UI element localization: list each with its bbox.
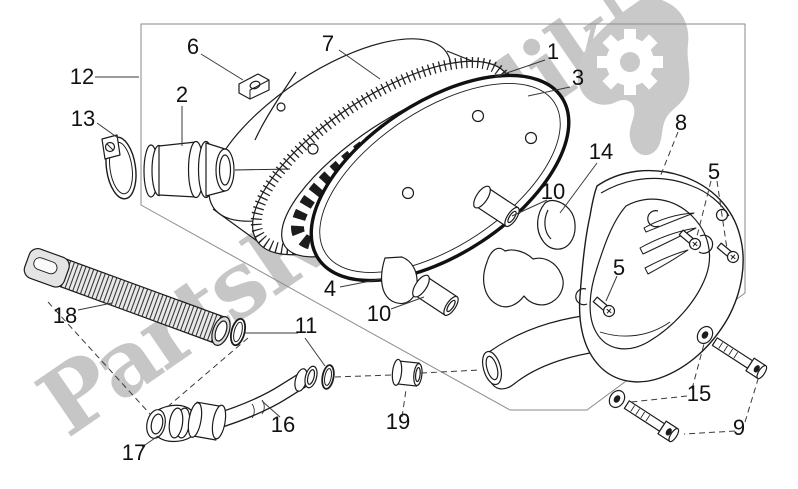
o-ring-hose: [229, 317, 247, 347]
callout-3: 3: [571, 65, 585, 90]
corrugated-hose: [23, 247, 231, 346]
callout-11: 11: [294, 313, 318, 338]
hose-clamp: [101, 134, 137, 200]
cover-screw-1: [678, 229, 702, 251]
callout-5: 5: [612, 255, 626, 280]
brand-gear-droplet-icon: [577, 0, 690, 156]
callout-14: 14: [588, 139, 614, 164]
callout-4: 4: [323, 276, 337, 301]
callout-19: 19: [385, 409, 411, 434]
callout-9: 9: [732, 415, 746, 440]
callout-16: 16: [270, 412, 296, 437]
callout-2: 2: [175, 82, 189, 107]
gear-icon: [597, 29, 663, 95]
spacer-pin-upper: [473, 185, 520, 228]
spring-nut-clip: [238, 73, 270, 100]
intake-joint: [143, 140, 291, 199]
elbow-pipe: [146, 404, 192, 443]
callout-12: 12: [69, 64, 95, 89]
callout-10: 10: [540, 179, 566, 204]
drain-spout: [381, 256, 418, 305]
dashed-lines: [47, 131, 760, 435]
callout-13: 13: [70, 106, 96, 131]
callout-10: 10: [366, 301, 392, 326]
callout-8: 8: [674, 110, 688, 135]
callout-15: 15: [686, 381, 712, 406]
callout-7: 7: [321, 31, 335, 56]
callout-5: 5: [707, 159, 721, 184]
cover-screw-3: [592, 296, 616, 318]
callout-17: 17: [121, 440, 147, 465]
leader-lines: [77, 49, 618, 448]
bolt-upper: [711, 337, 768, 380]
callout-1: 1: [546, 39, 560, 64]
o-ring-tube: [321, 364, 335, 390]
intake-funnel: [483, 199, 576, 308]
bushing: [391, 358, 423, 387]
callout-6: 6: [186, 34, 200, 59]
breather-tube: [187, 365, 318, 441]
cover-screw-2: [716, 242, 740, 264]
gasket-seal: [309, 73, 571, 283]
callout-18: 18: [52, 303, 78, 328]
spacer-pin-lower: [412, 274, 459, 317]
frame-border: [140, 23, 746, 411]
washer-upper: [696, 325, 714, 345]
washer-lower: [608, 389, 626, 409]
bolt-lower: [623, 400, 680, 443]
